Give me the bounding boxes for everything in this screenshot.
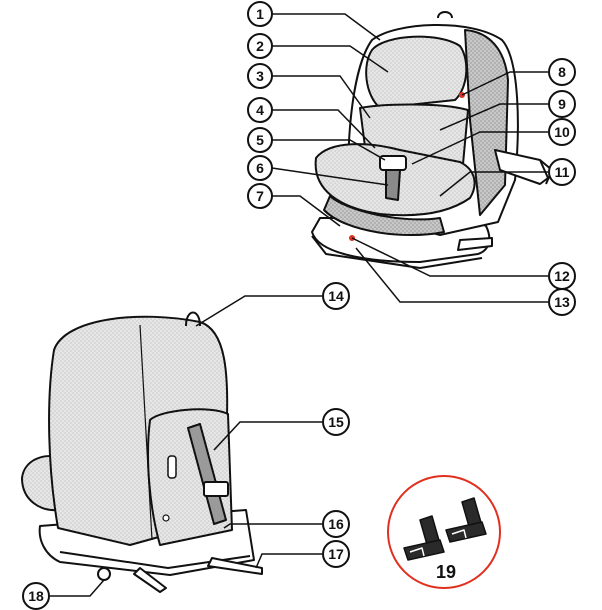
leader-6: [271, 167, 389, 186]
callout-11-label: 11: [555, 164, 570, 180]
leader-5: [272, 139, 386, 161]
callout-13: 13: [548, 288, 576, 316]
callout-8: 8: [548, 58, 576, 86]
rear-top-handle: [185, 311, 201, 327]
front-seat-base-foot: [311, 235, 483, 269]
front-top-anchor: [437, 11, 453, 19]
callout-18-label: 18: [28, 588, 44, 604]
rear-isofix-bar: [133, 567, 167, 593]
callout-9: 9: [548, 90, 576, 118]
leader-11: [439, 171, 548, 197]
rear-release-button: [97, 567, 111, 581]
leader-4: [272, 109, 376, 149]
callout-5-label: 5: [256, 132, 264, 148]
callout-15-label: 15: [328, 414, 344, 430]
leader-9: [439, 103, 548, 131]
callout-17: 17: [322, 540, 350, 568]
leader-lines: [50, 13, 548, 597]
callout-12: 12: [548, 262, 576, 290]
callout-7-label: 7: [256, 188, 264, 204]
callout-4: 4: [247, 97, 273, 123]
callout-17-label: 17: [328, 546, 344, 562]
callout-10: 10: [548, 118, 576, 146]
callout-6: 6: [247, 155, 273, 181]
callout-12-label: 12: [554, 268, 570, 284]
leader-1: [272, 13, 381, 41]
callout-16: 16: [322, 510, 350, 538]
callout-11: 11: [548, 158, 576, 186]
callout-16-label: 16: [328, 516, 344, 532]
callout-18: 18: [22, 582, 50, 610]
callout-2: 2: [247, 33, 273, 59]
inset-isofix-guides: 19: [387, 475, 501, 589]
leader-12: [351, 237, 548, 277]
callout-13-label: 13: [554, 294, 570, 310]
callout-4-label: 4: [256, 102, 264, 118]
leader-7: [272, 195, 341, 227]
rear-slot: [167, 455, 177, 479]
front-side-wing: [464, 29, 509, 216]
callout-7: 7: [247, 183, 273, 209]
callout-badges: 1 2 3 4 5 6 7 8 9 10 11 12 13 14 15 16 1…: [22, 1, 576, 610]
front-view-seat: [311, 11, 553, 269]
inset-label: 19: [436, 562, 456, 582]
leader-14: [195, 295, 322, 327]
leader-18: [50, 579, 105, 597]
leader-16: [223, 523, 322, 529]
callout-14: 14: [322, 282, 350, 310]
leader-3: [272, 75, 371, 119]
leader-10: [411, 131, 548, 165]
isofix-guide-left: [403, 515, 445, 561]
callout-1: 1: [247, 1, 273, 27]
callout-1-label: 1: [256, 6, 264, 22]
callout-9-label: 9: [558, 96, 566, 112]
callout-10-label: 10: [554, 124, 570, 140]
callout-5: 5: [247, 127, 273, 153]
rear-center-seam: [139, 324, 153, 541]
rear-view-seat: [21, 311, 263, 593]
rear-belt-clip: [203, 481, 229, 497]
callout-6-label: 6: [256, 160, 264, 176]
leader-13: [355, 247, 548, 303]
callout-8-label: 8: [558, 64, 566, 80]
leader-15: [213, 421, 322, 451]
callout-2-label: 2: [256, 38, 264, 54]
isofix-guide-right: [445, 497, 487, 543]
front-headrest: [365, 35, 468, 109]
leader-2: [272, 45, 389, 73]
callout-3-label: 3: [256, 68, 264, 84]
front-side-lateral: [323, 195, 445, 237]
front-isofix-arm: [494, 149, 549, 185]
front-base-rail: [457, 237, 493, 251]
rear-base-rail: [207, 557, 263, 575]
leader-8: [461, 71, 548, 96]
callout-14-label: 14: [328, 288, 344, 304]
front-harness-buckle: [379, 155, 407, 171]
callout-3: 3: [247, 63, 273, 89]
leader-17: [255, 553, 322, 569]
rear-screw: [162, 514, 170, 522]
callout-15: 15: [322, 408, 350, 436]
front-crotch-strap: [385, 169, 401, 201]
